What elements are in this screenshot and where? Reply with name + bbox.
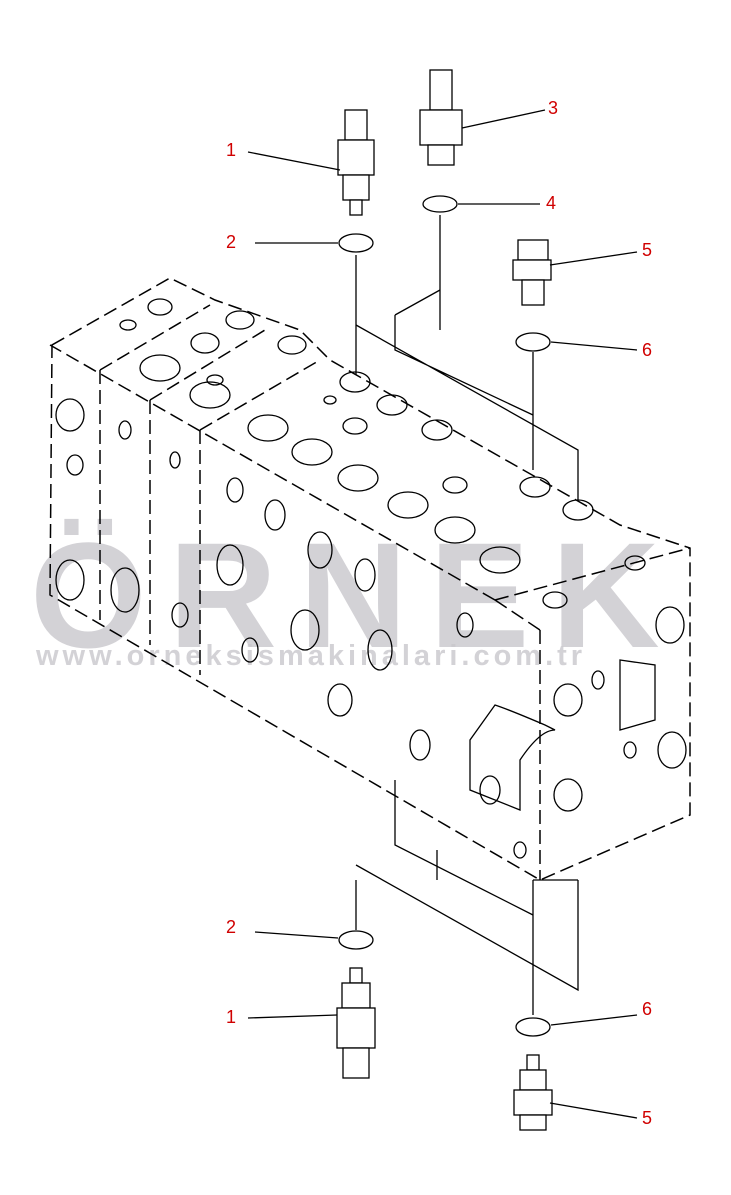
callout-5-bottom: 5 [642,1108,653,1128]
callout-1-bottom: 1 [226,1007,237,1027]
o-ring-top-right [422,195,458,213]
o-ring-bottom-right [515,1017,551,1037]
alignment-lines [355,215,579,1015]
relief-valve-top [337,109,375,216]
callout-6-bottom: 6 [642,999,653,1019]
o-ring-top [338,233,374,253]
o-ring-bottom [338,930,374,950]
callout-6-top: 6 [642,340,653,360]
callout-2-top: 2 [226,232,237,252]
watermark-url: www.orneksismakinalari.com.tr [36,640,587,672]
callout-4: 4 [546,193,557,213]
callout-2-bottom: 2 [226,917,237,937]
callout-3: 3 [548,98,559,118]
plug-bottom [513,1054,553,1131]
plug-top [512,239,552,306]
callout-5-top: 5 [642,240,653,260]
callout-leaders [247,109,638,1119]
o-ring-right [515,332,551,352]
callout-1-top: 1 [226,140,237,160]
relief-valve-bottom [336,967,376,1079]
relief-valve-top-right [419,69,463,166]
valve-block [49,277,691,881]
